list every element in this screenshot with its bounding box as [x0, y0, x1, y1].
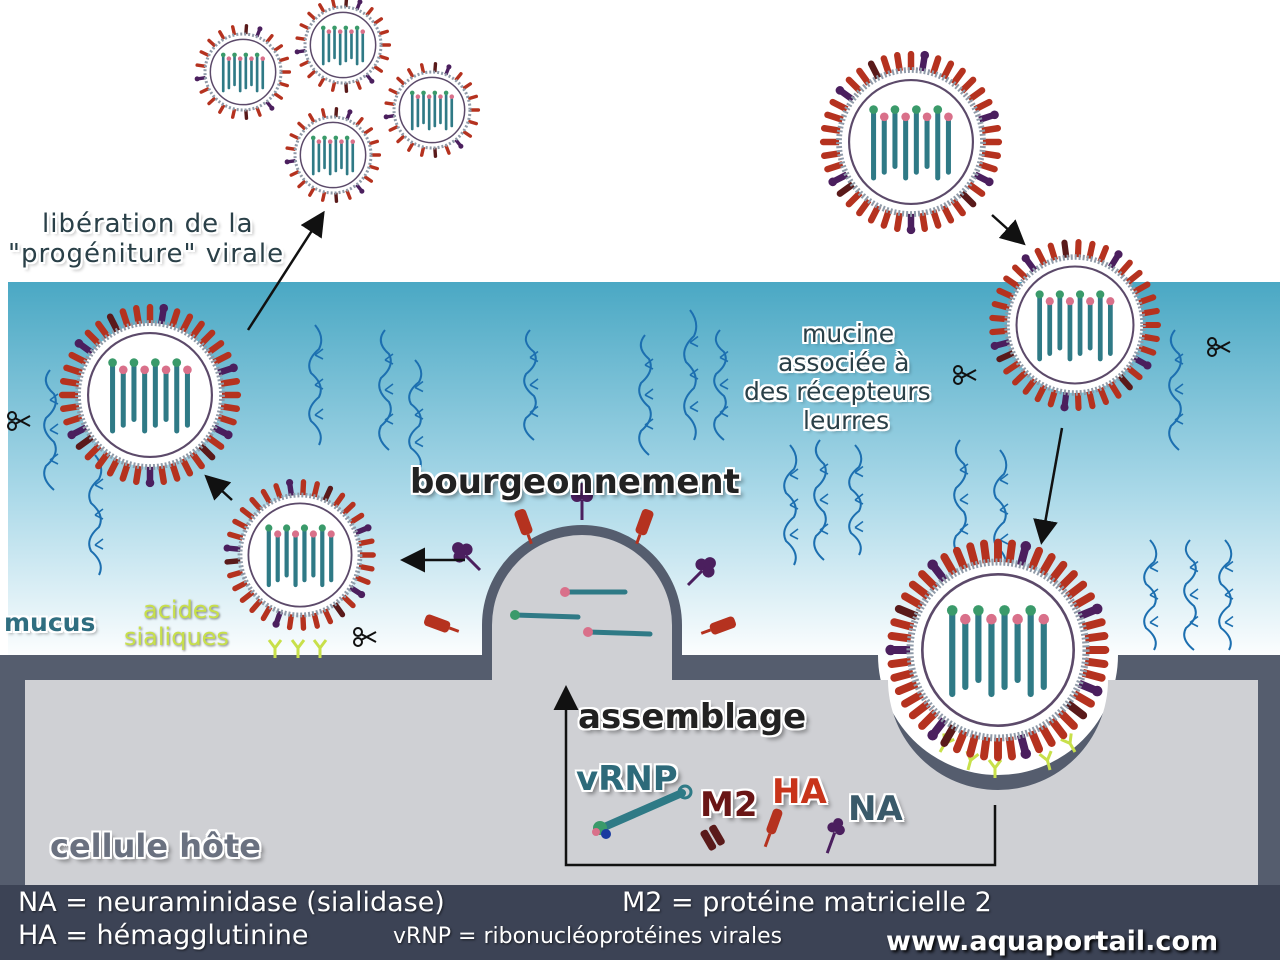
virion-released-4: [285, 109, 380, 201]
label-bourgeonnement: bourgeonnement: [410, 465, 740, 499]
label-mucine-4: leurres: [803, 407, 889, 435]
label-mucine-2: associée à: [778, 349, 909, 377]
virion-escaping: [62, 304, 238, 487]
legend-m2: M2 = protéine matricielle 2: [622, 889, 992, 916]
virion-released-1: [195, 26, 290, 118]
virion-incoming: [823, 51, 999, 234]
label-cellule-hote: cellule hôte: [50, 830, 261, 862]
label-mucine-3: des récepteurs: [744, 378, 931, 406]
legend-vrnp: vRNP = ribonucléoprotéines virales: [393, 926, 782, 948]
legend-ha: HA = hémagglutinine: [18, 922, 308, 949]
label-acides: acides: [143, 598, 220, 622]
label-mucine-1: mucine: [802, 320, 894, 348]
label-vrnp: vRNP: [576, 762, 678, 796]
website-watermark: www.aquaportail.com: [886, 928, 1218, 955]
virion-endocytosed: [885, 541, 1105, 759]
label-mucus: mucus: [4, 610, 95, 635]
arrow-approach: [992, 215, 1022, 242]
label-assemblage: assemblage: [578, 700, 806, 734]
virion-released-2: [295, 0, 390, 91]
label-na: NA: [848, 792, 903, 826]
legend-na: NA = neuraminidase (sialidase): [18, 889, 445, 916]
label-sialiques: sialiques: [124, 625, 229, 649]
virion-released-3: [384, 64, 479, 156]
label-m2: M2: [700, 788, 758, 822]
label-ha: HA: [772, 775, 827, 809]
label-liberation-2: "progéniture" virale: [8, 240, 284, 269]
label-liberation-1: libération de la: [42, 210, 254, 239]
